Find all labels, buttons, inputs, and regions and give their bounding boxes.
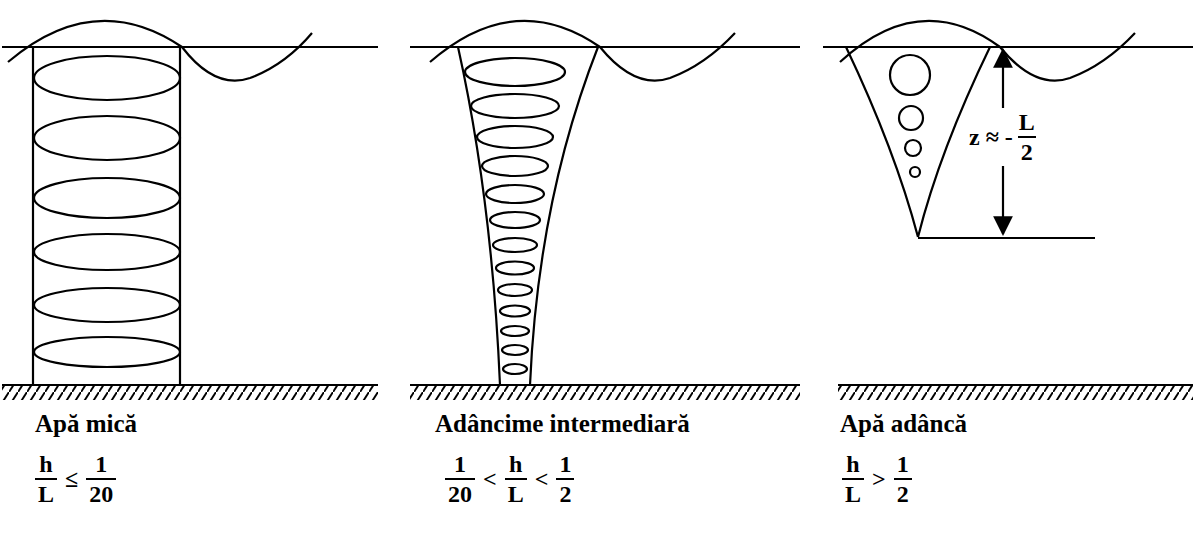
region-name: Apă mică: [35, 410, 137, 438]
region-title: Adâncime intermediară: [435, 410, 690, 438]
region-title: Apă mică: [35, 410, 137, 438]
depth-ratio: hL >12: [842, 452, 912, 506]
fraction: 12: [894, 452, 912, 506]
fraction: hL: [505, 452, 527, 506]
numerator: 1: [894, 452, 912, 478]
math-symbol: >: [872, 466, 886, 493]
numerator: L: [1016, 110, 1038, 136]
fraction: 12: [556, 452, 574, 506]
fraction: hL: [842, 452, 864, 506]
math-symbol: <: [535, 466, 549, 493]
numerator: 1: [556, 452, 574, 478]
math-symbol: ≤: [65, 466, 78, 493]
denominator: 20: [86, 478, 116, 506]
depth-label: z ≈ -L2: [966, 108, 1041, 166]
math-symbol: z ≈ -: [969, 124, 1013, 151]
fraction: hL: [35, 452, 57, 506]
denominator: 20: [445, 478, 475, 506]
numerator: 1: [451, 452, 469, 478]
numerator: 1: [92, 452, 110, 478]
numerator: h: [36, 452, 55, 478]
fraction: 120: [445, 452, 475, 506]
denominator: L: [35, 478, 57, 506]
math-symbol: <: [483, 466, 497, 493]
fraction: L2: [1016, 110, 1038, 164]
denominator: 2: [556, 478, 574, 506]
depth-ratio: hL ≤120: [35, 452, 116, 506]
denominator: L: [842, 478, 864, 506]
fraction: 120: [86, 452, 116, 506]
region-title: Apă adâncă: [840, 410, 967, 438]
region-name: Adâncime intermediară: [435, 410, 690, 438]
region-name: Apă adâncă: [840, 410, 967, 438]
denominator: 2: [894, 478, 912, 506]
denominator: 2: [1018, 136, 1036, 164]
numerator: h: [843, 452, 862, 478]
denominator: L: [505, 478, 527, 506]
depth-ratio: 120<hL<12: [445, 452, 574, 506]
numerator: h: [506, 452, 525, 478]
